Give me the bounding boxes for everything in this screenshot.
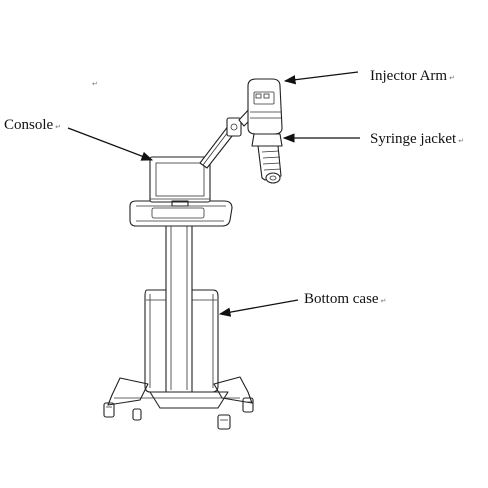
syringe-jacket-label: Syringe jacket↵ xyxy=(370,131,464,147)
injector-head-drawing xyxy=(247,78,283,184)
console-arrow xyxy=(67,127,154,161)
bottom-case-drawing xyxy=(103,217,254,430)
injector-arm-arrow xyxy=(283,71,359,85)
paragraph-mark: ↵ xyxy=(92,80,98,88)
bottom-case-arrow xyxy=(218,299,299,317)
console-label: Console↵ xyxy=(4,117,61,133)
injector-arm-label: Injector Arm↵ xyxy=(370,68,455,84)
console-drawing xyxy=(129,156,233,227)
bottom-case-label: Bottom case↵ xyxy=(304,291,386,307)
